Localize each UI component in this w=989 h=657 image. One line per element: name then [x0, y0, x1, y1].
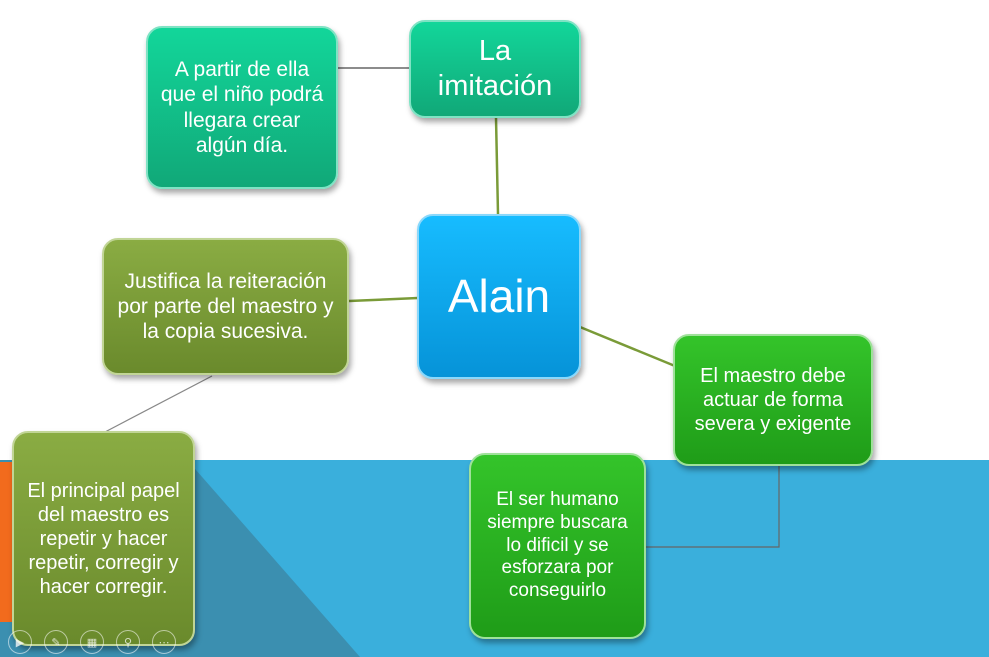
node-justifica: Justifica la reiteración por parte del m… — [102, 238, 349, 375]
node-center-alain: Alain — [417, 214, 581, 379]
node-imitacion-label: La imitación — [437, 35, 553, 102]
connector-justifica-principal — [104, 375, 213, 433]
slides-icon[interactable]: ▦ — [80, 630, 104, 654]
connector-center-imitacion — [494, 117, 500, 215]
accent-bar — [0, 462, 14, 622]
connector-center-justifica — [348, 296, 419, 303]
node-ser-humano: El ser humano siempre buscara lo dificil… — [469, 453, 646, 639]
node-maestro-debe-label: El maestro debe actuar de forma severa y… — [694, 365, 852, 435]
more-icon[interactable]: ⋯ — [152, 630, 176, 654]
node-maestro-debe: El maestro debe actuar de forma severa y… — [673, 334, 873, 466]
node-principal-label: El principal papel del maestro es repeti… — [27, 479, 180, 598]
zoom-icon[interactable]: ⚲ — [116, 630, 140, 654]
play-icon[interactable]: ▶ — [8, 630, 32, 654]
node-partir: A partir de ella que el niño podrá llega… — [146, 26, 338, 189]
node-imitacion: La imitación — [409, 20, 581, 118]
slideshow-toolbar: ▶ ✎ ▦ ⚲ ⋯ — [8, 630, 176, 654]
node-partir-label: A partir de ella que el niño podrá llega… — [160, 58, 324, 157]
node-center-label: Alain — [447, 269, 551, 322]
node-principal: El principal papel del maestro es repeti… — [12, 431, 195, 646]
node-justifica-label: Justifica la reiteración por parte del m… — [117, 269, 334, 344]
connector-center-maestro — [579, 325, 676, 368]
connector-maestro-serhumano — [646, 466, 780, 548]
pen-icon[interactable]: ✎ — [44, 630, 68, 654]
node-ser-humano-label: El ser humano siempre buscara lo dificil… — [487, 489, 628, 602]
